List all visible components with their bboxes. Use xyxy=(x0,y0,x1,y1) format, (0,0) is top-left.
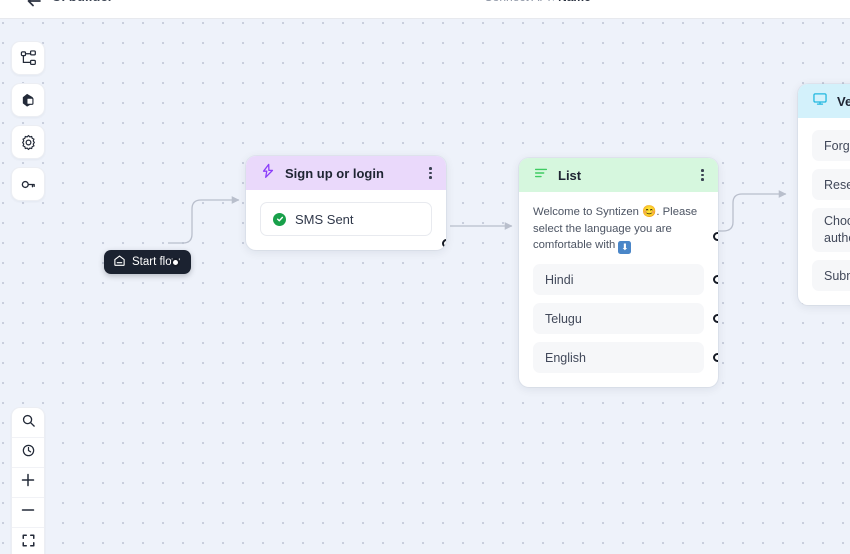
verify-option-submit[interactable]: Subm xyxy=(812,260,850,291)
node-title: Sign up or login xyxy=(285,165,384,181)
verify-options: Forgo Reser Choos authe Subm xyxy=(798,118,850,305)
list-option-label: Telugu xyxy=(545,311,582,326)
lightning-icon xyxy=(260,163,276,184)
key-icon xyxy=(20,176,37,193)
fullscreen-icon-button[interactable] xyxy=(12,528,44,554)
list-option-english[interactable]: English xyxy=(533,342,718,374)
canvas-zoom-rail xyxy=(11,407,45,554)
node-sign-up-or-login[interactable]: Sign up or login SMS Sent xyxy=(246,156,446,250)
check-circle-icon xyxy=(273,212,286,226)
key-icon-button[interactable] xyxy=(11,167,45,201)
node-list[interactable]: List Welcome to Syntizen 😊. Please selec… xyxy=(519,158,718,388)
node-header: Verif xyxy=(798,84,850,118)
node-header: Sign up or login xyxy=(246,156,446,190)
list-option-label: Hindi xyxy=(545,272,574,287)
minus-icon xyxy=(20,502,36,523)
verify-option-resend[interactable]: Reser xyxy=(812,169,850,200)
sms-sent-row[interactable]: SMS Sent xyxy=(260,202,432,236)
plus-icon-button[interactable] xyxy=(12,468,44,498)
fullscreen-icon xyxy=(21,533,36,553)
edge-list-to-verify xyxy=(712,190,787,232)
clock-icon xyxy=(21,443,36,463)
node-header: List xyxy=(519,158,718,192)
layers-icon xyxy=(20,92,37,109)
breadcrumb: Connect API/Name xyxy=(484,0,591,4)
node-verify[interactable]: Verif Forgo Reser Choos authe Subm xyxy=(798,84,850,305)
list-option-hindi[interactable]: Hindi xyxy=(533,264,718,296)
gear-icon xyxy=(20,134,37,151)
sms-sent-label: SMS Sent xyxy=(295,211,354,227)
flow-tree-icon xyxy=(20,49,37,67)
list-option-label: English xyxy=(545,350,586,365)
list-option-port-telugu[interactable] xyxy=(713,314,718,324)
smile-emoji: 😊 xyxy=(642,206,657,218)
list-output-port[interactable] xyxy=(713,232,718,241)
verify-option-label: Reser xyxy=(824,177,850,192)
node-body: SMS Sent xyxy=(246,190,446,250)
start-flow-chip[interactable]: Start flow xyxy=(104,250,191,274)
search-icon xyxy=(21,413,36,433)
list-option-port-english[interactable] xyxy=(713,353,718,363)
left-tool-rail xyxy=(11,41,45,201)
layers-icon-button[interactable] xyxy=(11,83,45,117)
search-icon-button[interactable] xyxy=(12,408,44,438)
top-bar: UI builder Connect API/Name xyxy=(0,0,850,19)
page-title: UI builder xyxy=(52,0,113,4)
node-title: List xyxy=(558,167,582,183)
monitor-icon xyxy=(812,91,828,112)
list-options: Hindi Telugu English xyxy=(519,264,718,387)
message-part-2: . Please select the language you are com… xyxy=(533,206,698,252)
kebab-menu-icon[interactable] xyxy=(427,163,434,183)
list-option-port-hindi[interactable] xyxy=(713,275,718,285)
start-flow-label: Start flow xyxy=(132,256,180,268)
flow-tree-icon-button[interactable] xyxy=(11,41,45,75)
minus-icon-button[interactable] xyxy=(12,498,44,528)
gear-icon-button[interactable] xyxy=(11,125,45,159)
signup-output-port[interactable] xyxy=(442,239,446,248)
list-welcome-message: Welcome to Syntizen 😊. Please select the… xyxy=(533,204,704,255)
breadcrumb-separator: / xyxy=(553,0,556,4)
verify-option-label: Choos authe xyxy=(824,214,850,245)
down-arrow-emoji: ⬇ xyxy=(618,241,632,255)
plus-icon xyxy=(20,472,36,493)
edge-layer xyxy=(168,190,787,244)
back-arrow-icon[interactable] xyxy=(24,0,44,11)
node-message-body: Welcome to Syntizen 😊. Please select the… xyxy=(519,192,718,264)
breadcrumb-root[interactable]: Connect API xyxy=(484,0,551,4)
list-icon xyxy=(533,165,549,186)
message-part-1: Welcome to Syntizen xyxy=(533,206,643,218)
flow-canvas[interactable]: Start flow Sign up or login SMS Sent xyxy=(0,19,850,554)
home-icon xyxy=(113,254,126,270)
verify-option-forgot[interactable]: Forgo xyxy=(812,130,850,161)
verify-option-label: Forgo xyxy=(824,138,850,153)
list-option-telugu[interactable]: Telugu xyxy=(533,303,718,335)
kebab-menu-icon[interactable] xyxy=(699,165,706,185)
breadcrumb-current: Name xyxy=(558,0,591,4)
start-flow-output-port[interactable] xyxy=(171,257,180,267)
verify-option-label: Subm xyxy=(824,268,850,283)
edge-startflow-to-signup xyxy=(168,196,240,244)
node-title: Verif xyxy=(837,93,850,109)
verify-option-choose-authentication[interactable]: Choos authe xyxy=(812,208,850,252)
clock-icon-button[interactable] xyxy=(12,438,44,468)
